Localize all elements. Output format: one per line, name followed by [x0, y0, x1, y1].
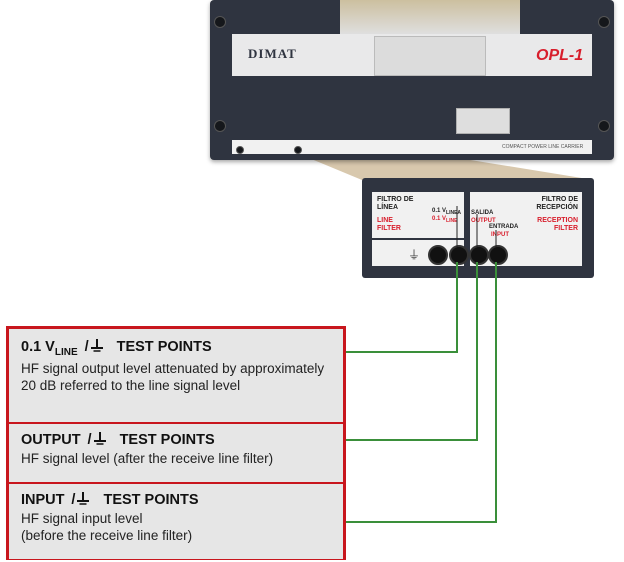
input-callout-prefix: INPUT	[21, 492, 65, 508]
reception-title-en-2: FILTER	[554, 225, 578, 232]
vline-label-es-sub: LINEA	[446, 210, 462, 217]
line-filter-title-es-2: LÍNEA	[377, 204, 398, 211]
line-filter-title-en-2: FILTER	[377, 225, 401, 232]
reception-filter-title-en: RECEPTION FILTER	[528, 217, 578, 233]
device-control-panel	[374, 36, 486, 76]
input-callout: INPUT /TEST POINTS HF signal input level…	[9, 482, 343, 559]
ground-icon	[77, 492, 90, 505]
vline-callout: 0.1 VLINE /TEST POINTS HF signal output …	[9, 329, 343, 421]
screw-icon	[214, 16, 226, 28]
vline-callout-title: 0.1 VLINE /TEST POINTS	[21, 339, 212, 358]
input-wire	[340, 262, 497, 523]
reception-title-es-1: FILTRO DE	[541, 196, 578, 203]
input-callout-description-1: HF signal input level	[21, 511, 143, 526]
vline-callout-suffix: TEST POINTS	[116, 339, 212, 355]
output-callout-prefix: OUTPUT	[21, 432, 81, 448]
device-filter-panel	[456, 108, 510, 134]
line-filter-title-en-1: LINE	[377, 217, 393, 224]
device-light-beam	[340, 0, 520, 36]
input-callout-description-2: (before the receive line filter)	[21, 528, 193, 543]
vline-label-en-text: 0.1 V	[432, 216, 447, 222]
vline-callout-description: HF signal output level attenuated by app…	[21, 360, 325, 393]
output-wire	[340, 262, 478, 441]
line-filter-title-es-1: FILTRO DE	[377, 196, 414, 203]
output-callout-description: HF signal level (after the receive line …	[21, 451, 274, 466]
vline-callout-sub: LINE	[54, 346, 78, 358]
input-label-en: INPUT	[491, 232, 509, 238]
output-callout-title: OUTPUT /TEST POINTS	[21, 432, 215, 448]
input-test-point-jack[interactable]	[488, 245, 508, 265]
ground-icon	[90, 339, 103, 352]
reception-title-en-1: RECEPTION	[537, 217, 578, 224]
vline-label-en: 0.1 VLINE	[432, 216, 457, 225]
vline-label-es-text: 0.1 V	[432, 208, 447, 214]
ground-section	[372, 240, 464, 266]
screw-icon	[214, 120, 226, 132]
reception-filter-title-es: FILTRO DE RECEPCIÓN	[532, 196, 578, 212]
vline-label-es: 0.1 VLINEA	[432, 208, 461, 217]
device-brand-logo: DIMAT	[248, 46, 297, 61]
output-callout-suffix: TEST POINTS	[119, 432, 215, 448]
reception-title-es-2: RECEPCIÓN	[536, 204, 578, 211]
device-bottom-strip	[232, 140, 592, 154]
device-model-label: OPL-1	[536, 47, 584, 64]
line-filter-section	[372, 192, 464, 238]
opl-device: DIMAT OPL-1 COMPACT POWER LINE CARRIER	[210, 0, 614, 160]
device-footer-text: COMPACT POWER LINE CARRIER	[502, 144, 584, 150]
vline-label-en-sub: LINE	[446, 218, 458, 225]
screw-icon	[294, 146, 302, 154]
output-label-en: OUTPUT	[471, 218, 496, 224]
input-callout-suffix: TEST POINTS	[103, 492, 199, 508]
screw-icon	[598, 16, 610, 28]
ground-icon: ⏚	[408, 248, 421, 262]
output-callout: OUTPUT /TEST POINTS HF signal level (aft…	[9, 422, 343, 482]
vline-test-point-jack[interactable]	[449, 245, 469, 265]
ground-icon	[93, 432, 106, 445]
output-label-es: SALIDA	[471, 210, 494, 216]
screw-icon	[236, 146, 244, 154]
vline-wire	[340, 262, 458, 353]
input-callout-title: INPUT /TEST POINTS	[21, 492, 199, 508]
screw-icon	[598, 120, 610, 132]
line-filter-title-es: FILTRO DE LÍNEA	[377, 196, 413, 212]
input-label-es: ENTRADA	[489, 224, 519, 230]
line-filter-title-en: LINE FILTER	[377, 217, 401, 233]
ground-test-point-jack[interactable]	[428, 245, 448, 265]
vline-callout-prefix: 0.1 V	[21, 339, 55, 355]
test-points-callouts: 0.1 VLINE /TEST POINTS HF signal output …	[6, 326, 346, 560]
